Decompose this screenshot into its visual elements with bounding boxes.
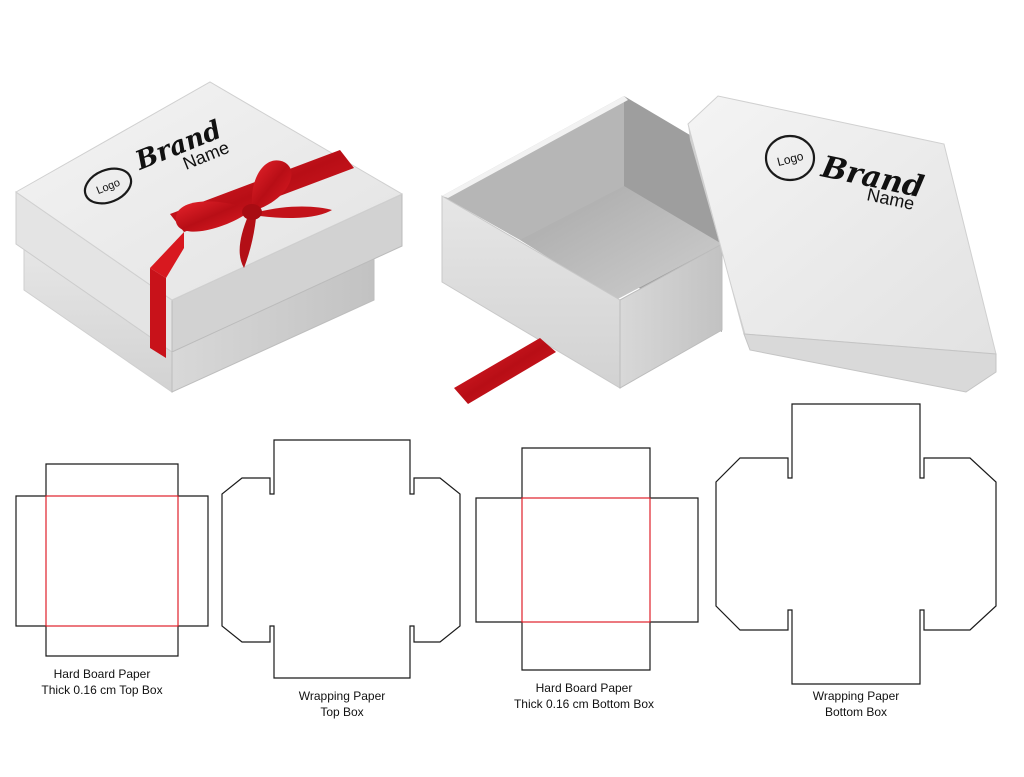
- caption-line-1: Wrapping Paper: [812, 689, 900, 703]
- open-box-front-right-wall: [619, 243, 723, 389]
- dieline-hardboard-top-box: [15, 463, 209, 657]
- caption-line-2: Top Box: [320, 705, 364, 719]
- cut-line: [221, 439, 461, 679]
- caption-line-1: Hard Board Paper: [535, 681, 633, 695]
- caption-line-1: Wrapping Paper: [298, 689, 386, 703]
- dieline-hardboard-bottom-box: [475, 447, 699, 671]
- lid-top-face: [687, 95, 997, 355]
- cut-line: [15, 463, 209, 657]
- cut-line: [475, 447, 699, 671]
- caption-line-2: Bottom Box: [824, 705, 888, 719]
- closed-box-logo-circle: [83, 167, 133, 205]
- caption-wrapping-top-box: Wrapping Paper Top Box: [262, 688, 422, 720]
- ribbon-band-side: [150, 268, 166, 358]
- open-box-rim: [442, 96, 628, 198]
- caption-line-2: Thick 0.16 cm Top Box: [41, 683, 163, 697]
- caption-wrapping-bottom-box: Wrapping Paper Bottom Box: [776, 688, 936, 720]
- caption-hardboard-bottom-box: Hard Board Paper Thick 0.16 cm Bottom Bo…: [494, 680, 674, 712]
- cut-line: [715, 403, 997, 685]
- open-box-lid: Logo Brand Name: [687, 95, 997, 393]
- lid-logo-circle: [764, 134, 816, 182]
- dieline-wrapping-top-box: [221, 439, 461, 679]
- caption-hardboard-top-box: Hard Board Paper Thick 0.16 cm Top Box: [22, 666, 182, 698]
- ribbon-band-joint: [150, 232, 184, 278]
- dieline-wrapping-bottom-box: [715, 403, 997, 685]
- closed-box-lid-top: [15, 81, 404, 301]
- closed-gift-box: Logo Brand Name: [15, 81, 404, 393]
- fold-line: [45, 495, 179, 627]
- fold-line: [521, 497, 651, 623]
- ribbon-bow: [175, 160, 332, 268]
- lid-front-face: [743, 333, 997, 393]
- caption-line-2: Thick 0.16 cm Bottom Box: [513, 697, 655, 711]
- open-box-ribbon-strip: [454, 338, 556, 404]
- caption-line-1: Hard Board Paper: [53, 667, 151, 681]
- lid-logo-text: Logo: [776, 149, 806, 169]
- open-box-base: [441, 96, 723, 404]
